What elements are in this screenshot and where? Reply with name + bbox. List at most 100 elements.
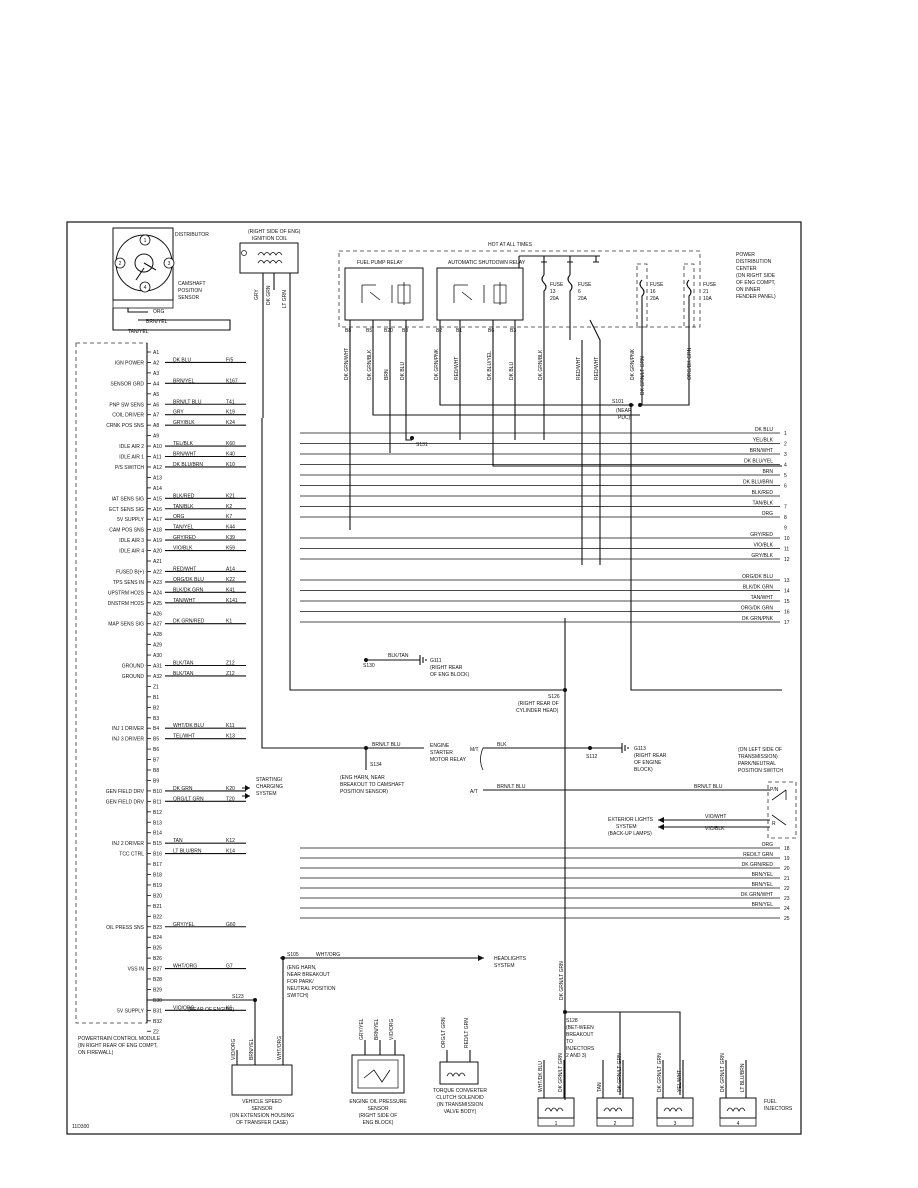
pcm-circuit: K22 <box>226 577 235 583</box>
pcm-function: OIL PRESS SNS <box>106 925 145 931</box>
right-wire-number: 16 <box>784 610 790 616</box>
svg-text:NEAR BREAKOUT: NEAR BREAKOUT <box>287 972 330 978</box>
injector-body <box>656 1097 694 1119</box>
s105-wire: WHT/ORG <box>316 952 340 958</box>
pcm-wire-color: BLK/RED <box>173 493 195 499</box>
injector-number: 3 <box>674 1121 677 1127</box>
pcm-pin: B28 <box>153 977 162 983</box>
at-wire-right: BRN/LT BLU <box>694 784 723 790</box>
fuel-pump-relay-label: FUEL PUMP RELAY <box>357 260 403 266</box>
pcm-pin: B14 <box>153 831 162 837</box>
svg-text:G113: G113 <box>634 746 646 752</box>
svg-text:(RIGHT REAR: (RIGHT REAR <box>430 665 463 671</box>
svg-text:SWITCH): SWITCH) <box>287 993 309 999</box>
pcm-pin: A3 <box>153 371 159 377</box>
pcm-circuit: G7 <box>226 964 233 970</box>
pcm-wire-color: LT BLU/BRN <box>173 849 202 855</box>
right-wire-color: BRN/YEL <box>752 872 774 878</box>
svg-text:INJECTORS: INJECTORS <box>566 1046 595 1052</box>
g113-label: G113 (RIGHT REAR OF ENGINE BLOCK) <box>634 746 667 773</box>
pcm-pin: B30 <box>153 998 162 1004</box>
pcm-pin: A20 <box>153 549 162 555</box>
pcm-pin: B4 <box>153 726 159 732</box>
injector-lead <box>543 1060 565 1098</box>
svg-text:FUSE: FUSE <box>578 282 592 288</box>
pcm-function: IDLE AIR 4 <box>119 549 144 555</box>
pcm-function: GROUND <box>122 674 145 680</box>
pcm-circuit: K39 <box>226 535 235 541</box>
right-wire-number: 11 <box>784 547 789 553</box>
svg-text:CENTER: CENTER <box>736 266 757 272</box>
right-wire-number: 8 <box>784 515 787 521</box>
injectors-label: FUEL INJECTORS <box>764 1099 793 1112</box>
hot-at-all-times: HOT AT ALL TIMES <box>488 242 533 248</box>
pcm-circuit: G60 <box>226 922 236 928</box>
svg-text:S128: S128 <box>566 1018 578 1024</box>
right-wire-color: BLK/DK GRN <box>743 585 774 591</box>
s105-id: S105 <box>287 952 299 958</box>
svg-text:20A: 20A <box>650 296 660 302</box>
svg-text:DK GRN/LT GRN: DK GRN/LT GRN <box>640 356 646 395</box>
svg-text:(ENG HARN,: (ENG HARN, <box>287 965 316 971</box>
right-wire-color: BRN/YEL <box>752 902 774 908</box>
pcm-circuit: K2 <box>226 504 232 510</box>
oil-wires: GRY/YEL BRN/YEL VIO/ORG <box>359 1018 395 1040</box>
fuse-13: FUSE 13 20A <box>541 274 564 340</box>
svg-text:BRN: BRN <box>384 369 390 380</box>
injector-lead <box>725 1060 747 1098</box>
pcm-function: UPSTRM HO2S <box>108 590 145 596</box>
coil-wire-3: LT GRN <box>282 290 288 308</box>
pcm-pin: B17 <box>153 862 162 868</box>
svg-text:POSITION: POSITION <box>178 288 202 294</box>
right-wire-color: DK GRN/PNK <box>742 616 774 622</box>
pcm-circuit: K44 <box>226 525 235 531</box>
pcm-pin: B20 <box>153 893 162 899</box>
svg-text:ENG BLOCK): ENG BLOCK) <box>363 1120 394 1126</box>
svg-text:DK GRN/BLK: DK GRN/BLK <box>367 349 373 380</box>
svg-text:2 AND 3): 2 AND 3) <box>566 1053 587 1059</box>
coil-label-2: IGNITION COIL <box>252 236 288 242</box>
pnp-switch-label: (ON LEFT SIDE OF TRANSMISSION) PARK/NEUT… <box>738 747 783 774</box>
injector-body <box>537 1097 575 1119</box>
svg-text:B5: B5 <box>366 328 372 334</box>
right-wire-color: GRY/BLK <box>751 553 773 559</box>
svg-text:FENDER PANEL): FENDER PANEL) <box>736 294 776 300</box>
svg-text:EXTERIOR LIGHTS: EXTERIOR LIGHTS <box>608 817 654 823</box>
pcm-wire-color: VIO/BLK <box>173 546 193 552</box>
pcm-pin: A22 <box>153 569 162 575</box>
svg-text:FOR PARK/: FOR PARK/ <box>287 979 314 985</box>
svg-text:B6: B6 <box>488 328 494 334</box>
pcm-circuit: K24 <box>226 420 235 426</box>
pdc-wires <box>349 319 782 691</box>
svg-text:(RIGHT REAR OF: (RIGHT REAR OF <box>518 701 559 707</box>
svg-text:VALVE BODY): VALVE BODY) <box>444 1109 477 1115</box>
svg-text:ORG/DK GRN: ORG/DK GRN <box>687 347 693 380</box>
pcm-pin: B31 <box>153 1008 162 1014</box>
svg-text:BRN/YEL: BRN/YEL <box>374 1018 380 1040</box>
pcm-wire-color: BRN/YEL <box>173 378 195 384</box>
right-wire-number: 13 <box>784 578 790 584</box>
svg-text:(RIGHT SIDE OF: (RIGHT SIDE OF <box>359 1113 398 1119</box>
pcm-pin: A28 <box>153 632 162 638</box>
injector-wire-color: DK GRN/LT GRN <box>657 1053 663 1092</box>
svg-text:DISTRIBUTION: DISTRIBUTION <box>736 259 772 265</box>
pcm-pin: A29 <box>153 643 162 649</box>
injector-wire-color: DK GRN/LT GRN <box>558 1053 564 1092</box>
svg-text:CLUTCH SOLENOID: CLUTCH SOLENOID <box>436 1095 484 1101</box>
svg-text:(IN RIGHT REAR OF ENG COMPT,: (IN RIGHT REAR OF ENG COMPT, <box>78 1043 158 1049</box>
svg-text:STARTER: STARTER <box>430 750 453 756</box>
pdc-label: POWER DISTRIBUTION CENTER (ON RIGHT SIDE… <box>736 252 776 300</box>
svg-text:(IN TRANSMISSION: (IN TRANSMISSION <box>437 1102 483 1108</box>
svg-text:CHARGING: CHARGING <box>256 784 283 790</box>
pcm-pin: B24 <box>153 935 162 941</box>
pcm-pin: B19 <box>153 883 162 889</box>
svg-text:OF ENGINE: OF ENGINE <box>634 760 662 766</box>
pcm-wire-color: GRY <box>173 410 184 416</box>
pnp-switch <box>767 781 797 839</box>
pdc-box <box>338 250 701 328</box>
pcm-function: GROUND <box>122 664 145 670</box>
charging-label: STARTING/ CHARGING SYSTEM <box>256 777 283 797</box>
right-wire-number: 15 <box>784 599 790 605</box>
pcm-wire-color: ORG/LT GRN <box>173 796 204 802</box>
